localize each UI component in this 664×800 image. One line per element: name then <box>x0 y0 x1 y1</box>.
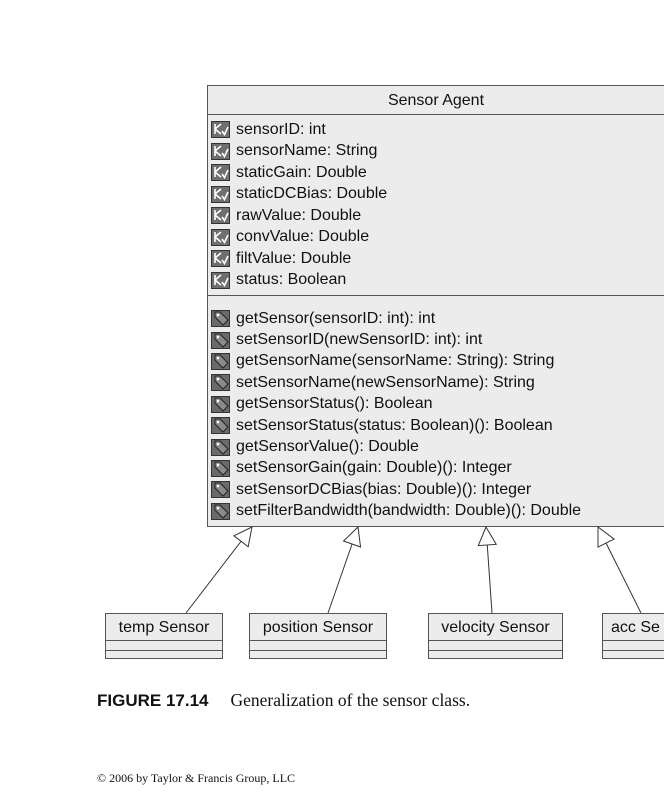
attribute-text: staticDCBias: Double <box>236 185 388 203</box>
operation-row: setSensorStatus(status: Boolean)(): Bool… <box>211 415 664 436</box>
subclass-position-sensor: position Sensor <box>249 613 387 659</box>
operation-text: getSensorStatus(): Boolean <box>236 395 433 413</box>
operation-icon <box>211 502 230 520</box>
operation-text: setFilterBandwidth(bandwidth: Double)():… <box>236 502 582 520</box>
operation-icon <box>211 374 230 392</box>
attribute-icon <box>211 142 230 160</box>
operation-text: setSensorName(newSensorName): String <box>236 373 535 391</box>
subclass-temp-sensor: temp Sensor <box>105 613 223 659</box>
operation-icon <box>211 310 230 328</box>
operation-row: getSensorStatus(): Boolean <box>211 394 664 415</box>
operation-text: setSensorID(newSensorID: int): int <box>236 331 483 349</box>
generalization-line <box>486 544 493 614</box>
class-name: Sensor Agent <box>208 86 664 115</box>
operation-icon <box>211 395 230 413</box>
operation-text: getSensorValue(): Double <box>236 438 419 456</box>
operation-text: setSensorStatus(status: Boolean)(): Bool… <box>236 416 553 434</box>
operation-text: setSensorDCBias(bias: Double)(): Integer <box>236 480 532 498</box>
attribute-icon <box>211 228 230 246</box>
operation-text: getSensor(sensorID: int): int <box>236 309 436 327</box>
operation-row: setSensorName(newSensorName): String <box>211 372 664 393</box>
figure-label: FIGURE 17.14 <box>97 691 209 710</box>
attribute-row: status: Boolean <box>211 270 664 292</box>
subclass-attr-compartment <box>429 641 562 651</box>
attribute-text: rawValue: Double <box>236 206 362 224</box>
attribute-row: staticDCBias: Double <box>211 184 664 206</box>
operation-icon <box>211 438 230 456</box>
attribute-icon <box>211 185 230 203</box>
operation-text: setSensorGain(gain: Double)(): Integer <box>236 459 512 477</box>
generalization-arrowhead <box>477 525 498 547</box>
sensor-agent-class: Sensor Agent sensorID: int sensorName: St… <box>207 85 664 527</box>
operation-icon <box>211 417 230 435</box>
attribute-text: staticGain: Double <box>236 163 367 181</box>
operation-icon <box>211 352 230 370</box>
figure-caption: FIGURE 17.14 Generalization of the sensor… <box>97 690 470 711</box>
attribute-text: convValue: Double <box>236 228 370 246</box>
generalization-line <box>327 543 353 614</box>
operation-row: setSensorGain(gain: Double)(): Integer <box>211 458 664 479</box>
attribute-row: filtValue: Double <box>211 248 664 270</box>
subclass-attr-compartment <box>106 641 222 651</box>
attribute-icon <box>211 121 230 139</box>
attribute-icon <box>211 271 230 289</box>
subclass-acc-sensor: acc Se <box>602 613 664 659</box>
generalization-arrowhead <box>232 526 253 548</box>
subclass-velocity-sensor: velocity Sensor <box>428 613 563 659</box>
generalization-arrowhead <box>597 525 616 548</box>
operations-compartment: getSensor(sensorID: int): int setSensorID… <box>208 296 664 526</box>
operation-row: setSensorDCBias(bias: Double)(): Integer <box>211 479 664 500</box>
operation-text: getSensorName(sensorName: String): Strin… <box>236 352 555 370</box>
attribute-text: status: Boolean <box>236 271 347 289</box>
operation-row: getSensor(sensorID: int): int <box>211 308 664 329</box>
operation-row: setFilterBandwidth(bandwidth: Double)():… <box>211 501 664 522</box>
operation-row: getSensorName(sensorName: String): Strin… <box>211 351 664 372</box>
attribute-row: sensorID: int <box>211 119 664 141</box>
caption-text: Generalization of the sensor class. <box>230 690 471 710</box>
copyright-notice: © 2006 by Taylor & Francis Group, LLC <box>97 771 296 785</box>
generalization-line <box>605 542 642 614</box>
subclass-name: temp Sensor <box>106 614 222 641</box>
operation-row: getSensorValue(): Double <box>211 436 664 457</box>
subclass-name: acc Se <box>603 614 664 641</box>
generalization-line <box>185 540 242 614</box>
subclass-attr-compartment <box>250 641 386 651</box>
operation-row: setSensorID(newSensorID: int): int <box>211 329 664 350</box>
operation-icon <box>211 459 230 477</box>
generalization-arrowhead <box>342 525 362 548</box>
attribute-icon <box>211 250 230 268</box>
attributes-compartment: sensorID: int sensorName: String staticGai… <box>208 115 664 296</box>
attribute-row: rawValue: Double <box>211 205 664 227</box>
attribute-text: sensorID: int <box>236 120 326 138</box>
attribute-icon <box>211 164 230 182</box>
attribute-row: convValue: Double <box>211 227 664 249</box>
attribute-row: sensorName: String <box>211 141 664 163</box>
attribute-text: filtValue: Double <box>236 249 352 267</box>
attribute-row: staticGain: Double <box>211 162 664 184</box>
attribute-icon <box>211 207 230 225</box>
operation-icon <box>211 331 230 349</box>
subclass-attr-compartment <box>603 641 664 651</box>
attribute-text: sensorName: String <box>236 142 378 160</box>
subclass-name: velocity Sensor <box>429 614 562 641</box>
operation-icon <box>211 481 230 499</box>
subclass-name: position Sensor <box>250 614 386 641</box>
